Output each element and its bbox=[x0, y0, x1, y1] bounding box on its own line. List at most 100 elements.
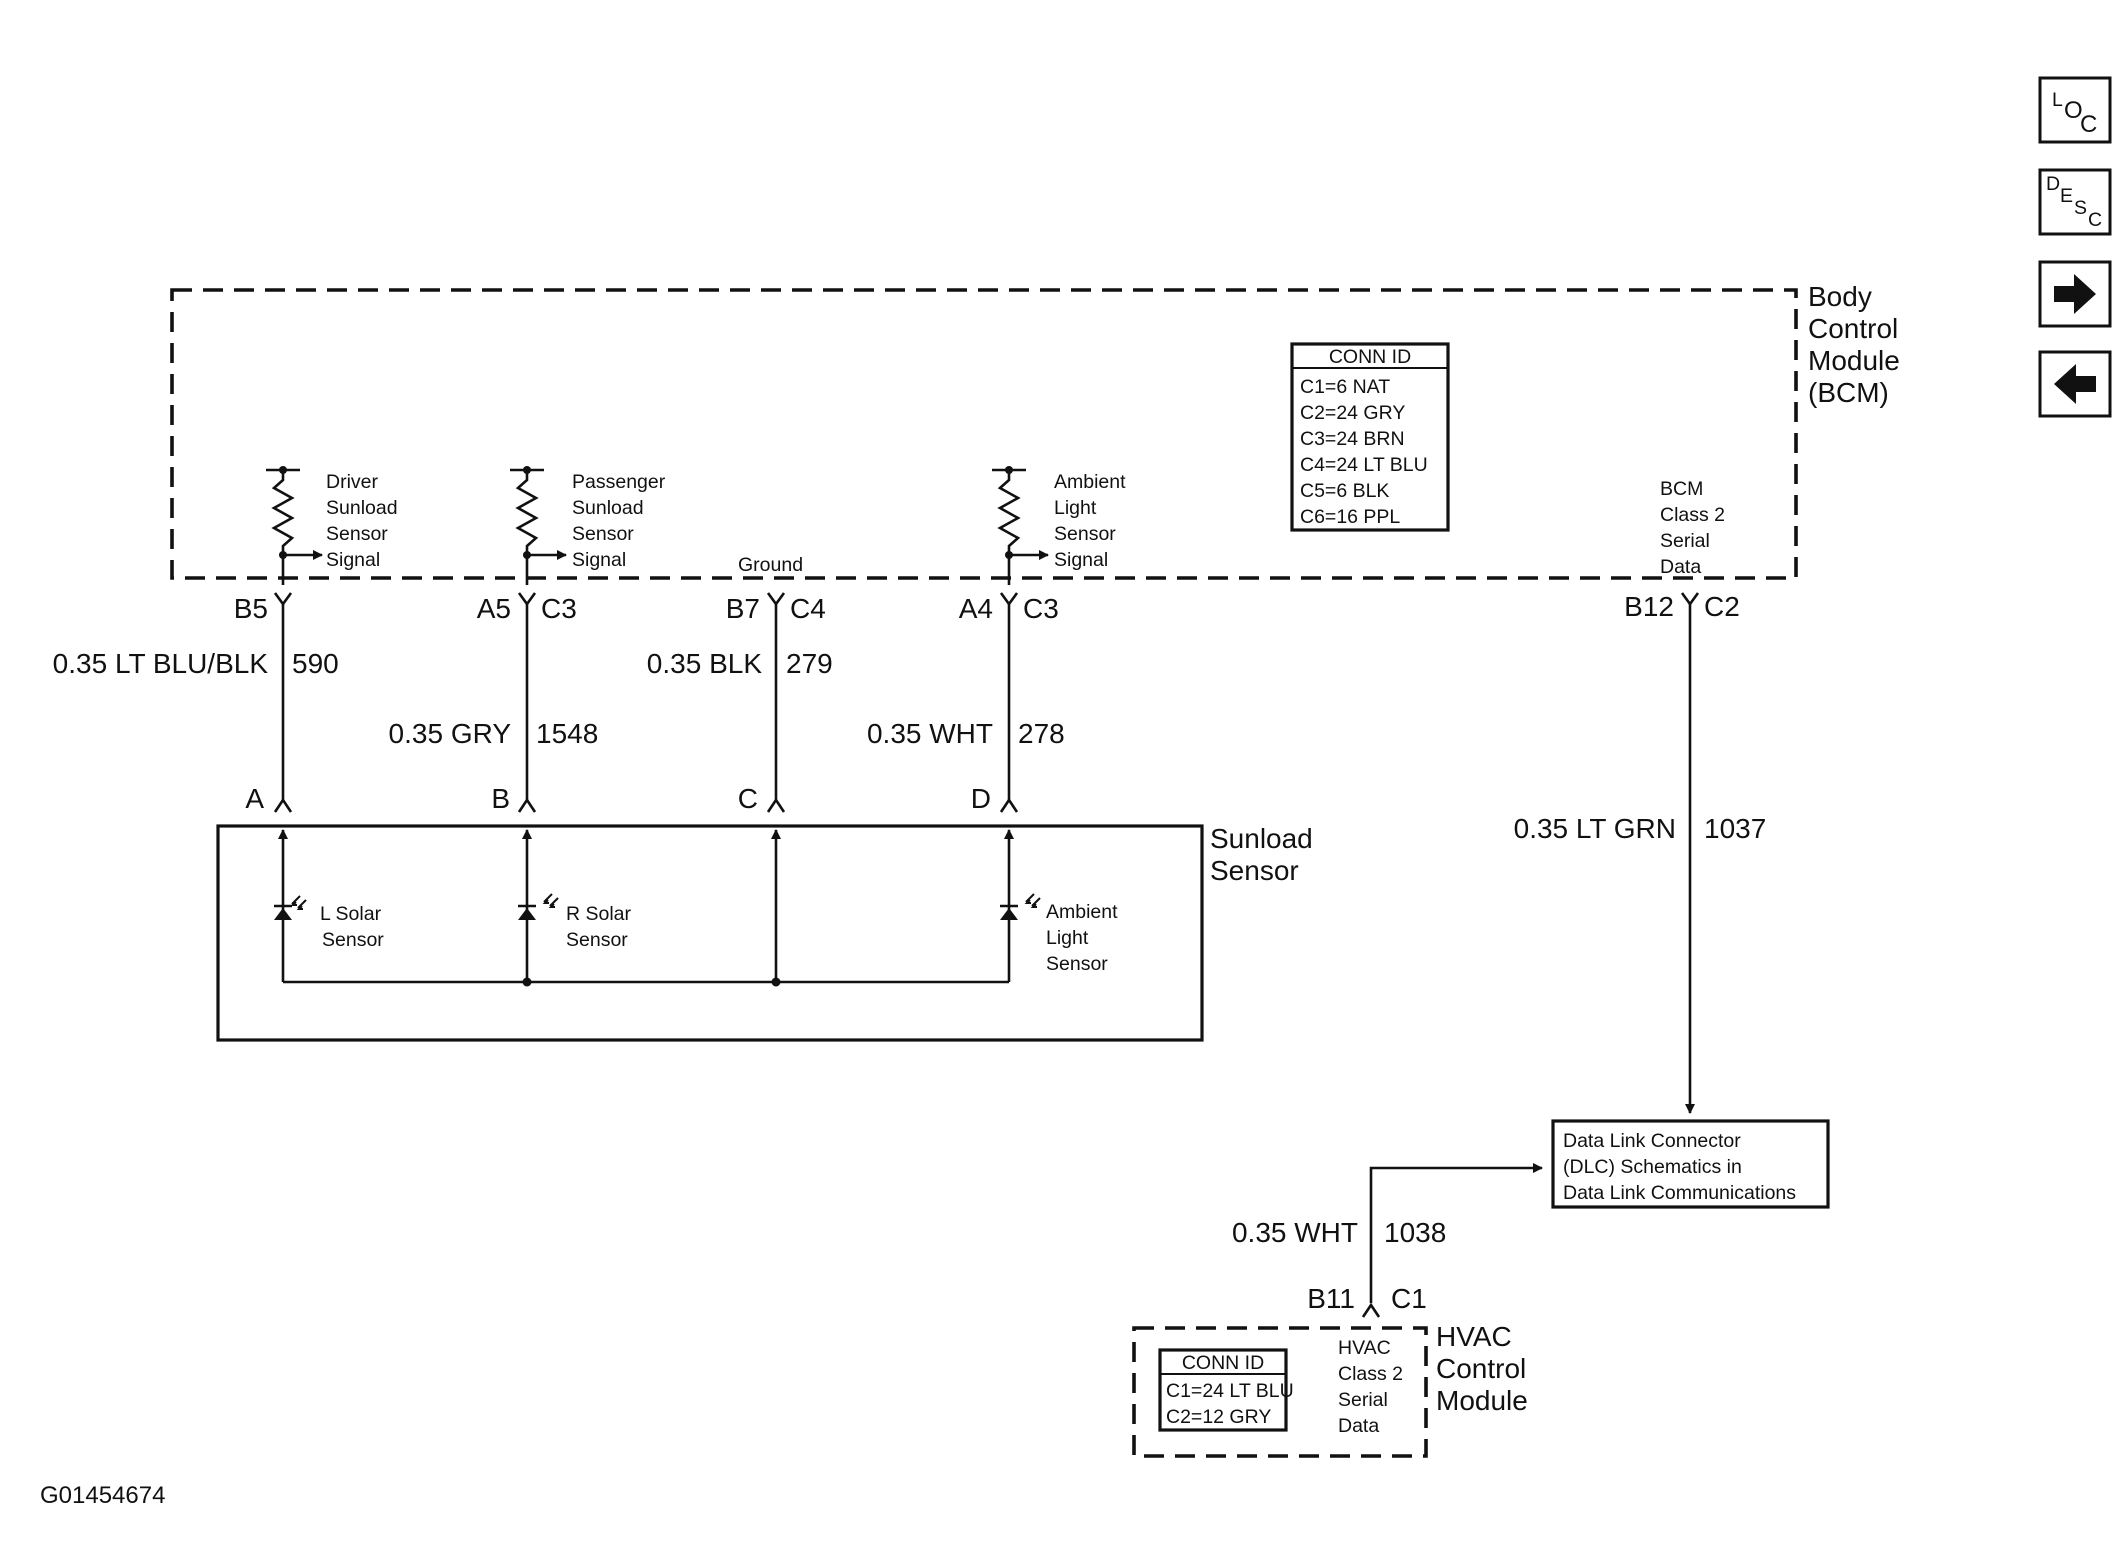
hvac-conn-id-row: C2=12 GRY bbox=[1166, 1406, 1271, 1428]
pin-label: C3 bbox=[1023, 593, 1059, 624]
loc-letter: C bbox=[2080, 111, 2097, 138]
l-solar-label: Sensor bbox=[322, 929, 384, 951]
wire-circuit-label: 590 bbox=[292, 648, 339, 679]
wire-circuit-label: 1038 bbox=[1384, 1217, 1446, 1248]
bcm-title-line: Body bbox=[1808, 281, 1872, 312]
driver-signal-label: Sensor bbox=[326, 523, 388, 545]
pin-label: B11 bbox=[1307, 1283, 1355, 1314]
passenger-signal-label: Sunload bbox=[572, 497, 644, 519]
pin-label: C3 bbox=[541, 593, 577, 624]
hvac-serial-wire: 0.35 WHT 1038 B11 C1 bbox=[1232, 1163, 1543, 1318]
pin-label: C1 bbox=[1391, 1283, 1427, 1314]
hvac-conn-id-header: CONN ID bbox=[1182, 1352, 1264, 1374]
bcm-conn-id-row: C6=16 PPL bbox=[1300, 506, 1400, 528]
ambient-light-resistor: Ambient Light Sensor Signal bbox=[992, 466, 1126, 585]
ambient-signal-label: Sensor bbox=[1054, 523, 1116, 545]
passenger-sunload-resistor: Passenger Sunload Sensor Signal bbox=[510, 466, 666, 585]
ambient-signal-label: Signal bbox=[1054, 549, 1108, 571]
bcm-conn-id-row: C5=6 BLK bbox=[1300, 480, 1389, 502]
hvac-title-line: Control bbox=[1436, 1353, 1526, 1384]
hvac-serial-label: Data bbox=[1338, 1415, 1379, 1437]
sunload-sensor: Sunload Sensor L Solar Sensor R Solar Se… bbox=[216, 823, 1313, 1042]
ambient-sensor-label: Sensor bbox=[1046, 953, 1108, 975]
bcm-conn-id-table: CONN ID C1=6 NAT C2=24 GRY C3=24 BRN C4=… bbox=[1290, 342, 1450, 532]
ambient-sensor-label: Light bbox=[1046, 927, 1089, 949]
terminal-label: C bbox=[738, 783, 758, 814]
bcm-serial-label: Class 2 bbox=[1660, 504, 1725, 526]
pin-label: A5 bbox=[477, 593, 511, 624]
hvac-title-line: Module bbox=[1436, 1385, 1528, 1416]
dlc-reference[interactable]: Data Link Connector (DLC) Schematics in … bbox=[1551, 1119, 1830, 1209]
bcm-conn-id-row: C1=6 NAT bbox=[1300, 376, 1390, 398]
sunload-sensor-title: Sensor bbox=[1210, 855, 1299, 886]
hvac-conn-id-table: CONN ID C1=24 LT BLU C2=12 GRY bbox=[1158, 1348, 1294, 1432]
bcm-serial-label: Serial bbox=[1660, 530, 1710, 552]
driver-sunload-resistor: Driver Sunload Sensor Signal bbox=[266, 466, 398, 585]
r-solar-photodiode-icon bbox=[518, 893, 559, 920]
wire-color-label: 0.35 BLK bbox=[647, 648, 763, 679]
bcm-title-line: Module bbox=[1808, 345, 1900, 376]
bcm-serial-label: BCM bbox=[1660, 478, 1703, 500]
r-solar-label: R Solar bbox=[566, 903, 632, 925]
bcm-module: Body Control Module (BCM) CONN ID C1=6 N… bbox=[170, 281, 1900, 585]
ground-signal-label: Ground bbox=[738, 554, 803, 576]
passenger-signal-label: Signal bbox=[572, 549, 626, 571]
l-solar-photodiode-icon bbox=[274, 895, 307, 920]
bcm-serial-label: Data bbox=[1660, 556, 1701, 578]
pin-label: C4 bbox=[790, 593, 826, 624]
dlc-label: Data Link Communications bbox=[1563, 1182, 1796, 1204]
l-solar-label: L Solar bbox=[320, 903, 382, 925]
terminal-label: D bbox=[971, 783, 991, 814]
desc-letter: E bbox=[2060, 185, 2073, 207]
bcm-title-line: (BCM) bbox=[1808, 377, 1889, 408]
arrow-left-icon bbox=[2054, 364, 2096, 404]
wire-color-label: 0.35 LT GRN bbox=[1514, 813, 1676, 844]
terminal-label: A bbox=[245, 783, 264, 814]
passenger-signal-label: Passenger bbox=[572, 471, 666, 493]
wire-circuit-label: 278 bbox=[1018, 718, 1065, 749]
desc-letter: D bbox=[2046, 173, 2060, 195]
next-page-button[interactable] bbox=[2038, 260, 2112, 328]
hvac-control-module: HVAC Control Module CONN ID C1=24 LT BLU… bbox=[1132, 1321, 1528, 1458]
figure-id: G01454674 bbox=[40, 1482, 165, 1509]
hvac-serial-label: Class 2 bbox=[1338, 1363, 1403, 1385]
loc-letter: L bbox=[2052, 89, 2063, 111]
dlc-label: (DLC) Schematics in bbox=[1563, 1156, 1742, 1178]
wire-color-label: 0.35 WHT bbox=[1232, 1217, 1358, 1248]
dlc-label: Data Link Connector bbox=[1563, 1130, 1741, 1152]
wire-color-label: 0.35 WHT bbox=[867, 718, 993, 749]
bcm-conn-id-row: C2=24 GRY bbox=[1300, 402, 1405, 424]
loc-button[interactable]: L O C bbox=[2038, 76, 2112, 144]
ambient-signal-label: Light bbox=[1054, 497, 1097, 519]
r-solar-label: Sensor bbox=[566, 929, 628, 951]
bcm-pins: B5 A5 C3 B7 C4 A4 C3 B12 C2 bbox=[234, 591, 1740, 624]
pin-label: B12 bbox=[1624, 591, 1674, 622]
hvac-conn-id-row: C1=24 LT BLU bbox=[1166, 1380, 1294, 1402]
hvac-serial-label: HVAC bbox=[1338, 1337, 1391, 1359]
bcm-conn-id-row: C4=24 LT BLU bbox=[1300, 454, 1428, 476]
wire-circuit-label: 1037 bbox=[1704, 813, 1766, 844]
bcm-conn-id-row: C3=24 BRN bbox=[1300, 428, 1405, 450]
hvac-title-line: HVAC bbox=[1436, 1321, 1512, 1352]
sensor-wires: 0.35 LT BLU/BLK 590 0.35 GRY 1548 0.35 B… bbox=[53, 604, 1065, 814]
pin-label: B5 bbox=[234, 593, 268, 624]
desc-button[interactable]: D E S C bbox=[2038, 168, 2112, 236]
pin-label: B7 bbox=[726, 593, 760, 624]
desc-letter: S bbox=[2074, 197, 2087, 219]
ambient-photodiode-icon bbox=[1000, 893, 1041, 920]
bcm-title-line: Control bbox=[1808, 313, 1898, 344]
ambient-signal-label: Ambient bbox=[1054, 471, 1126, 493]
loc-letter: O bbox=[2064, 97, 2083, 124]
driver-signal-label: Signal bbox=[326, 549, 380, 571]
ambient-sensor-label: Ambient bbox=[1046, 901, 1118, 923]
pin-label: A4 bbox=[959, 593, 993, 624]
driver-signal-label: Driver bbox=[326, 471, 379, 493]
previous-page-button[interactable] bbox=[2038, 350, 2112, 418]
passenger-signal-label: Sensor bbox=[572, 523, 634, 545]
hvac-serial-label: Serial bbox=[1338, 1389, 1388, 1411]
desc-letter: C bbox=[2088, 209, 2102, 231]
terminal-label: B bbox=[491, 783, 510, 814]
driver-signal-label: Sunload bbox=[326, 497, 398, 519]
wire-circuit-label: 1548 bbox=[536, 718, 598, 749]
